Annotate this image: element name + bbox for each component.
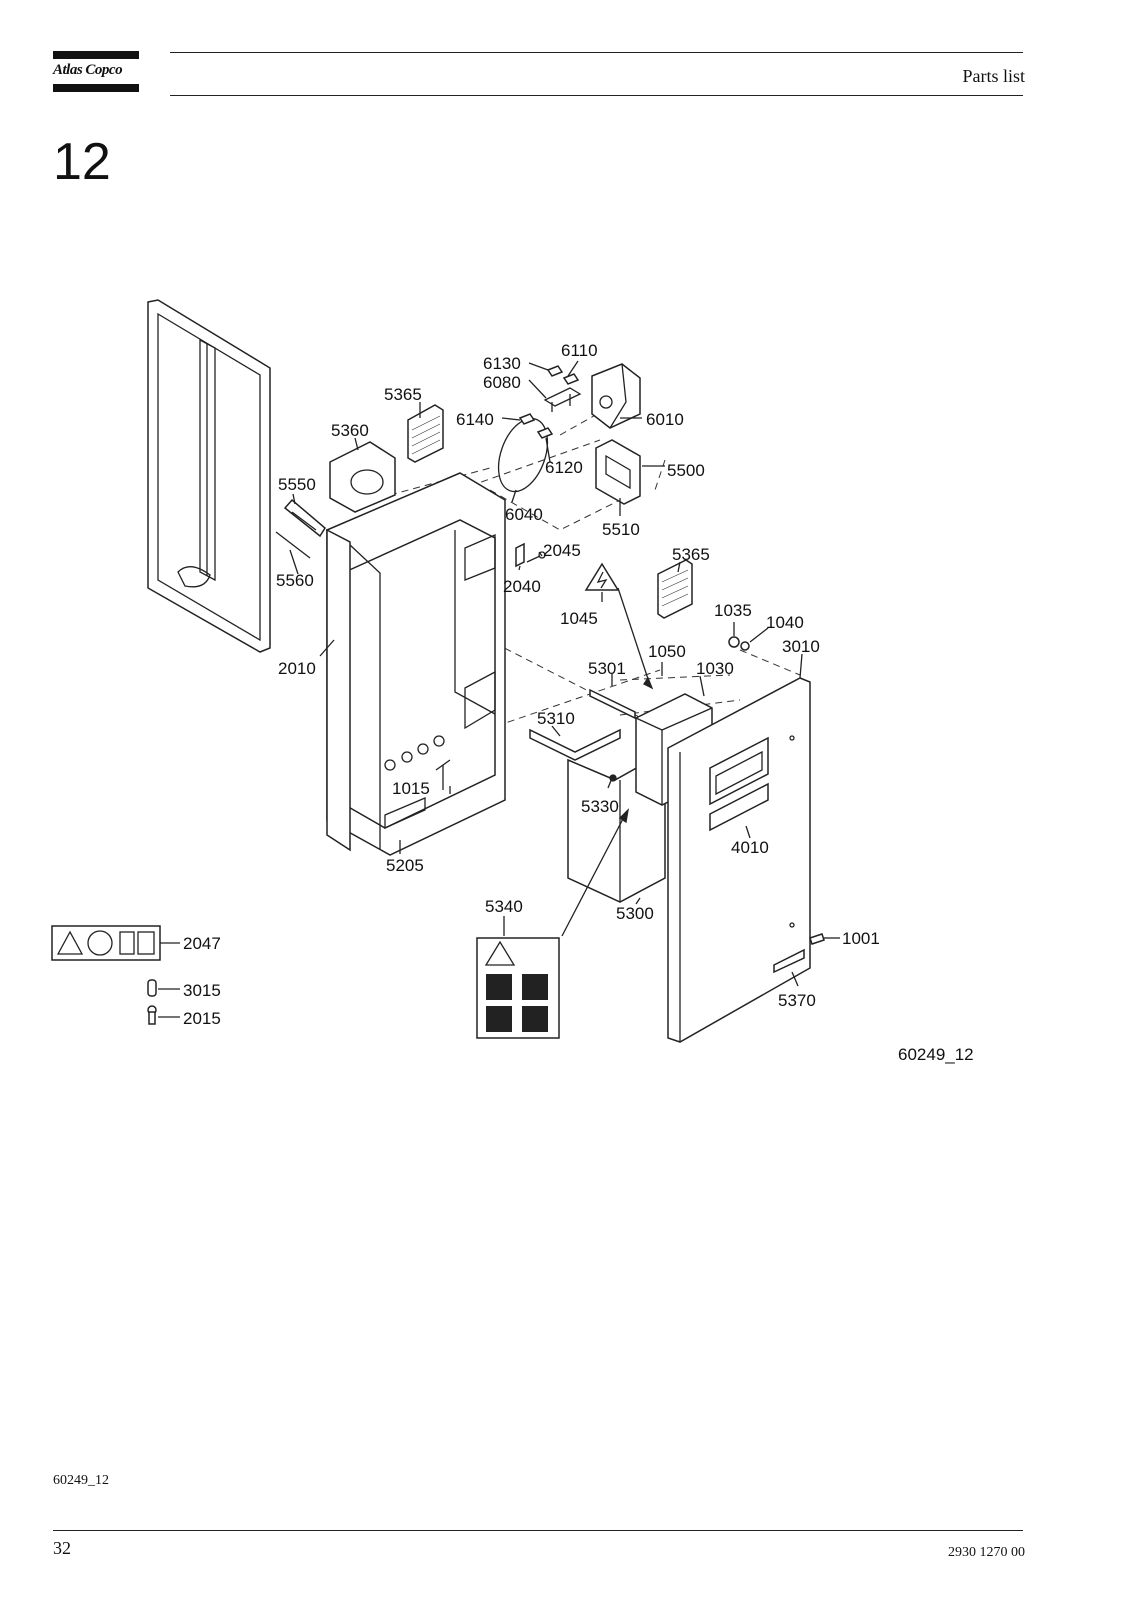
callout-2015: 2015 [183,1009,221,1028]
callout-5360: 5360 [331,421,369,440]
document-number: 2930 1270 00 [948,1545,1025,1560]
gasket-5550-part [275,498,326,559]
callout-1030: 1030 [696,659,734,678]
callout-2040: 2040 [503,577,541,596]
callout-6110: 6110 [561,341,598,360]
callout-1015: 1015 [392,779,430,798]
callout-5310: 5310 [537,709,575,728]
callout-2010: 2010 [278,659,316,678]
callout-1001: 1001 [842,929,880,948]
callout-6140: 6140 [456,410,494,429]
header-rule-bottom [170,95,1023,96]
bolt-part [435,759,451,790]
callout-2047: 2047 [183,934,221,953]
small-hardware-parts [518,365,582,439]
filter-grille-top-part [407,404,444,463]
footer-image-ref: 60249_12 [53,1473,109,1488]
warning-triangle-decal [584,562,654,690]
callout-6130: 6130 [483,354,521,373]
callout-5370: 5370 [778,991,816,1010]
fan-unit-part [329,441,396,513]
callout-1050: 1050 [648,642,686,661]
callout-labels: 6130 6110 6080 5365 6140 6010 5360 6120 … [183,341,974,1064]
mounting-rails-part [529,688,636,761]
key-parts [147,979,157,1025]
callout-6080: 6080 [483,373,521,392]
callout-5550: 5550 [278,475,316,494]
exploded-parts-diagram: 6130 6110 6080 5365 6140 6010 5360 6120 … [51,299,974,1064]
header-rule-top [170,52,1023,53]
callout-3015: 3015 [183,981,221,1000]
handle-part [809,933,825,945]
bracket-bolt-part [515,542,546,568]
callout-leader-lines [158,360,840,1018]
mounting-ring-part [497,417,549,493]
front-door-part [667,677,811,1043]
callout-5301: 5301 [588,659,626,678]
decal-5340 [476,808,629,1039]
footer-rule [53,1530,1023,1531]
callout-5365-top: 5365 [384,385,422,404]
callout-1035: 1035 [714,601,752,620]
callout-1045: 1045 [560,609,598,628]
page-number: 32 [53,1538,71,1558]
callout-3010: 3010 [782,637,820,656]
controller-module-part [591,363,641,429]
callout-5500: 5500 [667,461,705,480]
cover-plate-part [595,439,641,505]
callout-6040: 6040 [505,505,543,524]
callout-5510: 5510 [602,520,640,539]
callout-5340: 5340 [485,897,523,916]
callout-6120: 6120 [545,458,583,477]
callout-5205: 5205 [386,856,424,875]
header-title: Parts list [962,66,1025,86]
callout-5365-right: 5365 [672,545,710,564]
callout-5300: 5300 [616,904,654,923]
callout-5560: 5560 [276,571,314,590]
section-number: 12 [53,133,111,191]
callout-1040: 1040 [766,613,804,632]
decal-2047 [51,925,161,961]
callout-6010: 6010 [646,410,684,429]
filter-grille-right-part [657,559,693,619]
callout-5330: 5330 [581,797,619,816]
logo-bar-bottom [53,84,139,92]
cabinet-housing-part [326,472,506,856]
logo-bar-top [53,51,139,59]
atlas-copco-logo: Atlas Copco [53,62,123,78]
callout-4010: 4010 [731,838,769,857]
nut-washer-part [728,636,750,651]
figure-id-label: 60249_12 [898,1045,974,1064]
callout-2045: 2045 [543,541,581,560]
back-panel-seal-part [147,299,271,653]
